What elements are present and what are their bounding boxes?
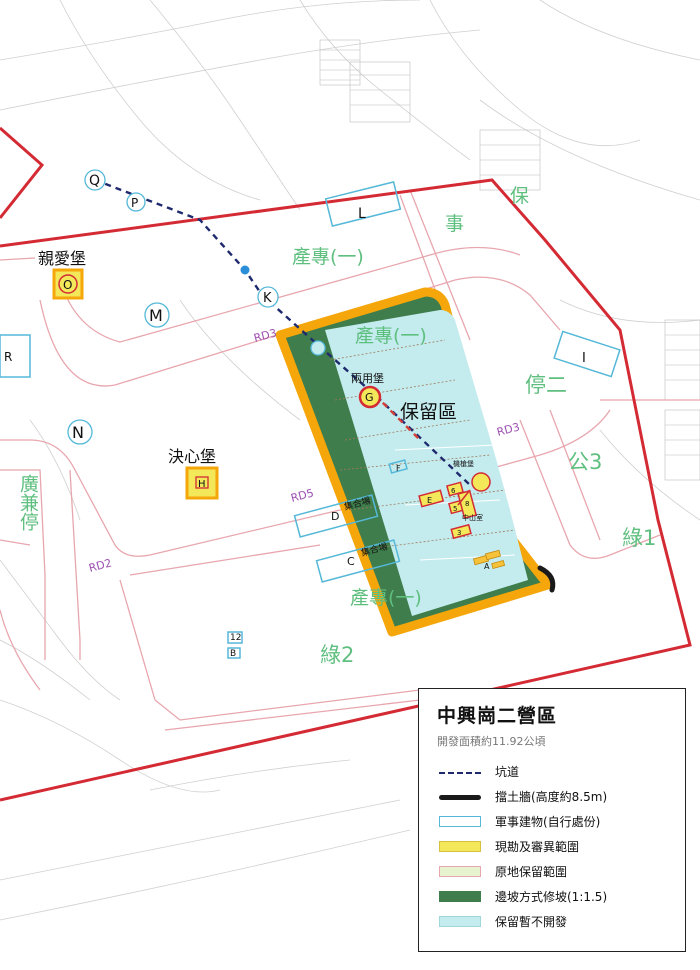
zone-label-shi: 事 [445,213,464,235]
legend-swatch-slope [439,891,481,902]
marker-3: 3 [457,529,461,537]
marker-m: M [149,306,163,325]
reserved-undeveloped-area [325,310,528,616]
legend-item-preserve: 原地保留範圍 [439,863,679,881]
fort-label-liang-yong: 兩用堡 [351,371,384,385]
marker-o: O [63,278,72,292]
zone-label-lu1: 綠1 [622,526,656,550]
retaining-wall [537,565,556,593]
zone-label-lu2: 綠2 [320,643,354,667]
legend-label-slope: 邊坡方式修坡(1:1.5) [495,890,608,904]
zone-label-chanzhuan-top: 產專(一) [292,246,364,268]
legend-title: 中興崗二營區 [437,705,558,727]
legend-label-tunnel: 坑道 [495,765,520,779]
legend-item-slope: 邊坡方式修坡(1:1.5) [439,888,679,906]
marker-6: 6 [451,487,456,495]
road-label-rd2: RD2 [87,556,113,575]
fort-label-qin-ai: 親愛堡 [38,249,86,268]
road-label-rd3-right: RD3 [495,420,521,439]
marker-n: N [72,423,84,442]
marker-p: P [131,196,138,210]
road-label-rd5: RD5 [289,486,315,505]
base-map-hatch [319,39,700,481]
legend-swatch-wall [439,795,481,800]
road-lines [0,189,700,731]
marker-b: B [230,649,236,659]
marker-e: E [427,496,432,505]
legend-swatch-preserve [439,866,481,877]
legend-swatch-military [439,816,481,827]
base-map-lines [0,0,700,921]
building-a-group [472,549,506,569]
marker-5: 5 [453,505,457,513]
marker-l: L [358,206,366,222]
marker-c: C [347,555,355,568]
retained-area-inner-lines [329,339,516,551]
marker-f: F [396,464,401,473]
zone-label-gong3: 公3 [568,450,602,474]
marker-b-number: 12 [230,633,241,643]
legend-item-reserved: 保留暫不開發 [439,913,679,931]
legend-swatch-survey [439,841,481,852]
marker-g: G [365,391,374,404]
legend-label-preserve: 原地保留範圍 [495,865,568,879]
legend-item-military: 軍事建物(自行處份) [439,813,679,831]
zone-label-bao: 保 [510,185,529,207]
zone-label-chanzhuan-bottom: 產專(一) [350,587,422,609]
legend-label-reserved: 保留暫不開發 [495,915,568,929]
marker-d: D [331,510,339,523]
map-legend: 中興崗二營區 開發面積約11.92公頃 坑道 擋土牆(高度約8.5m) 軍事建物… [418,688,686,952]
zone-label-chanzhuan-mid: 產專(一) [355,325,427,347]
legend-swatch-reserved [439,916,481,927]
circle-markers [67,169,326,445]
zone-label-guang-jian-ting: 廣兼停 [17,474,39,531]
road-label-rd3-left: RD3 [252,326,278,345]
fort-label-jue-xin: 決心堡 [168,447,216,466]
legend-item-tunnel: 坑道 [439,763,679,781]
marker-8: 8 [465,500,469,508]
legend-item-survey: 現勘及審異範圍 [439,838,679,856]
site-boundary [0,126,692,802]
legend-label-military: 軍事建物(自行處份) [495,815,601,829]
legend-label-survey: 現勘及審異範圍 [495,840,580,854]
military-buildings [0,181,621,659]
legend-subtitle: 開發面積約11.92公頃 [437,735,546,748]
fort-markers [52,268,382,500]
marker-q: Q [89,173,100,189]
legend-item-wall: 擋土牆(高度約8.5m) [439,788,679,806]
legend-label-wall: 擋土牆(高度約8.5m) [495,790,608,804]
marker-k: K [263,291,272,306]
survey-buildings [418,472,491,540]
fort-label-zhongshan: 中山室 [462,513,483,522]
retained-area-label: 保留區 [400,401,457,423]
legend-swatch-tunnel [439,772,481,774]
zone-label-ting-er: 停二 [525,373,567,397]
marker-a: A [484,562,490,571]
marker-h: H [198,479,206,490]
marker-r: R [4,350,12,364]
marker-i: I [582,351,586,366]
fort-label-ji-qiang: 機槍堡 [453,459,474,468]
